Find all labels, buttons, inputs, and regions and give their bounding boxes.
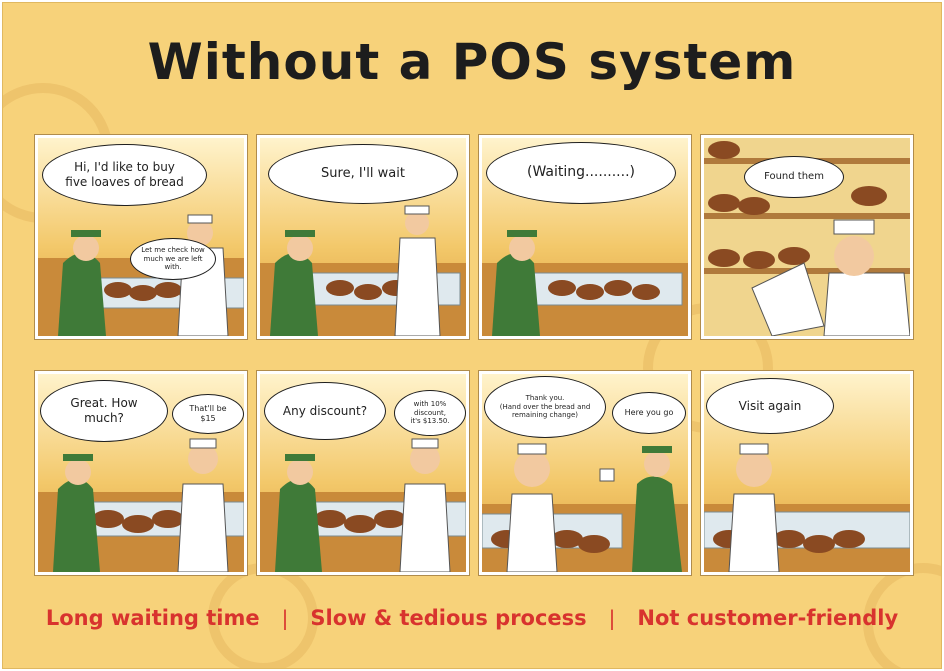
speech-bubble: Here you go <box>612 392 686 434</box>
thought-bubble: Found them <box>744 156 844 198</box>
issue-label: Long waiting time <box>45 606 260 630</box>
footer-separator: | <box>608 606 616 630</box>
speech-bubble: That'll be $15 <box>172 394 244 434</box>
comic-panel-8: Visit again <box>700 370 914 576</box>
page-title: Without a POS system <box>147 33 797 91</box>
comic-panel-6: Any discount? with 10% discount, it's $1… <box>256 370 470 576</box>
issue-label: Slow & tedious process <box>310 606 587 630</box>
speech-bubble: Let me check how much we are left with. <box>130 238 216 280</box>
issue-label: Not customer-friendly <box>637 606 899 630</box>
panel-illustration <box>704 138 910 336</box>
speech-bubble: Great. How much? <box>40 380 168 442</box>
comic-panel-2: Sure, I'll wait <box>256 134 470 340</box>
speech-bubble: Thank you. (Hand over the bread and rema… <box>484 376 606 438</box>
comic-panel-1: Hi, I'd like to buy five loaves of bread… <box>34 134 248 340</box>
comic-panel-7: Thank you. (Hand over the bread and rema… <box>478 370 692 576</box>
comic-panel-3: (Waiting..........) <box>478 134 692 340</box>
footer-separator: | <box>281 606 289 630</box>
panel-illustration <box>260 205 466 336</box>
speech-bubble: Visit again <box>706 378 834 434</box>
speech-bubble: Sure, I'll wait <box>268 144 458 204</box>
comic-panel-4: Found them <box>700 134 914 340</box>
panel-illustration <box>482 230 688 336</box>
panel-illustration <box>260 438 466 572</box>
footer-issues: Long waiting time | Slow & tedious proce… <box>3 606 941 630</box>
speech-bubble: Any discount? <box>264 382 386 440</box>
comic-panel-5: Great. How much? That'll be $15 <box>34 370 248 576</box>
panel-illustration <box>482 443 688 572</box>
panel-illustration <box>38 438 244 572</box>
panel-illustration <box>704 443 910 572</box>
speech-bubble: with 10% discount, it's $13.50. <box>394 390 466 436</box>
thought-bubble: (Waiting..........) <box>486 142 676 204</box>
speech-bubble: Hi, I'd like to buy five loaves of bread <box>42 144 207 206</box>
